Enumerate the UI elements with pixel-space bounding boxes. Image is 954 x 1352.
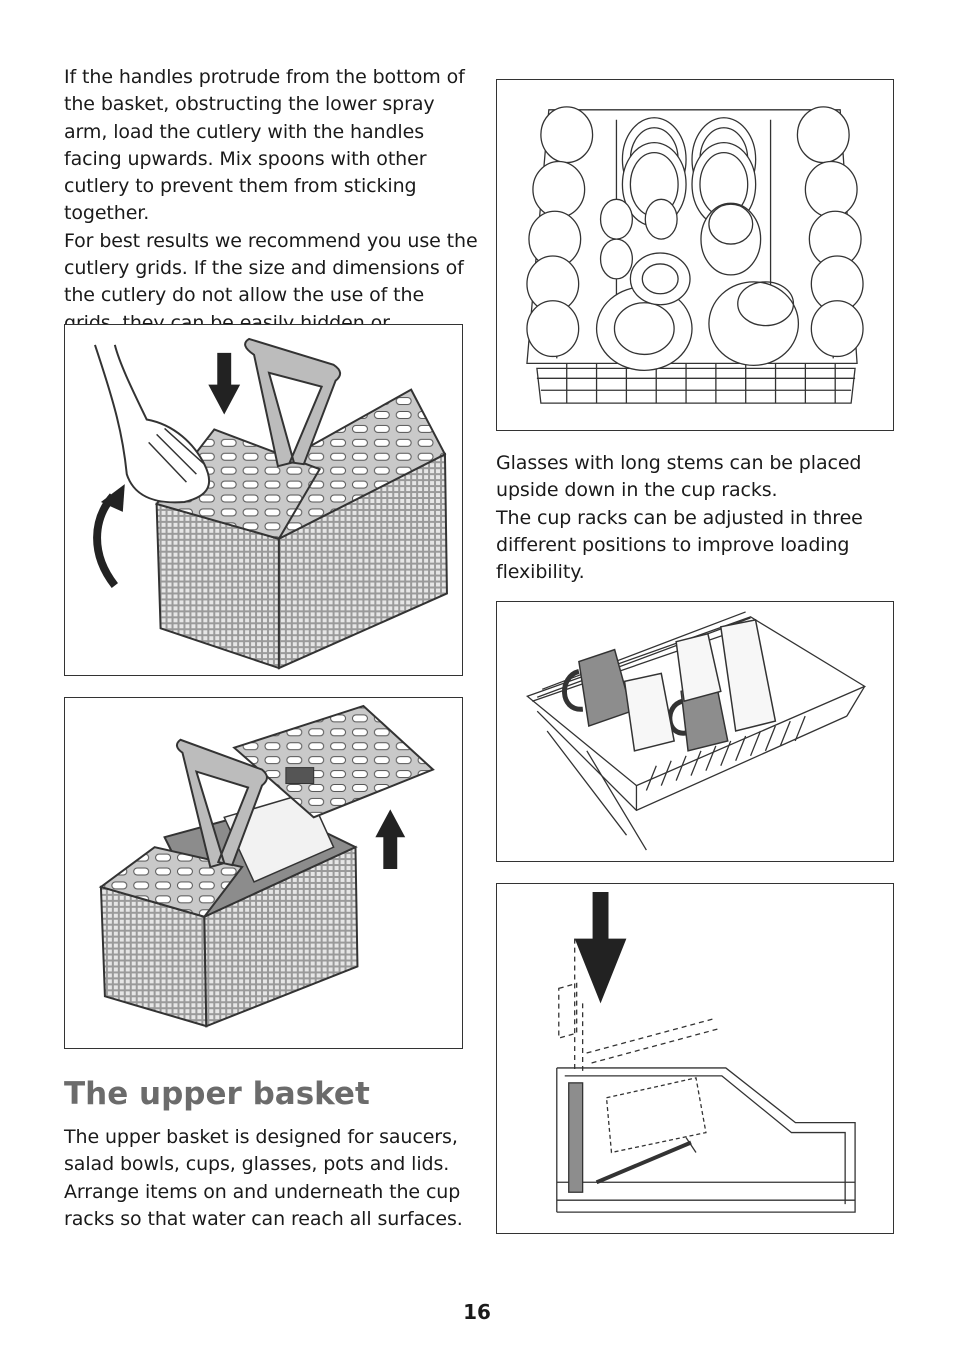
glasses-text: Glasses with long stems can be placed up… — [496, 450, 916, 586]
cutlery-basket-grid-close-figure — [64, 324, 463, 676]
down-arrow-icon — [574, 891, 627, 1004]
section-body-text: The upper basket is designed for saucers… — [64, 1126, 463, 1230]
section-title: The upper basket — [64, 1076, 370, 1112]
glasses-paragraph-2: The cup racks can be adjusted in three d… — [496, 506, 863, 584]
cutlery-basket-illustration-1 — [93, 337, 448, 670]
cutlery-basket-grid-open-figure — [64, 697, 463, 1049]
upper-basket-loaded-figure — [496, 79, 894, 431]
page-number: 16 — [463, 1300, 491, 1324]
cutlery-basket-illustration-2 — [98, 704, 435, 1028]
intro-paragraph-1: If the handles protrude from the bottom … — [64, 66, 465, 225]
cup-rack-adjustment-illustration — [556, 891, 856, 1213]
upper-basket-illustration — [526, 106, 864, 404]
cup-rack-illustration — [526, 611, 867, 851]
section-body: The upper basket is designed for saucers… — [64, 1124, 474, 1233]
cup-rack-adjustment-figure — [496, 883, 894, 1234]
glasses-paragraph-1: Glasses with long stems can be placed up… — [496, 452, 862, 502]
cup-rack-figure — [496, 601, 894, 862]
intro-text: If the handles protrude from the bottom … — [64, 64, 479, 364]
